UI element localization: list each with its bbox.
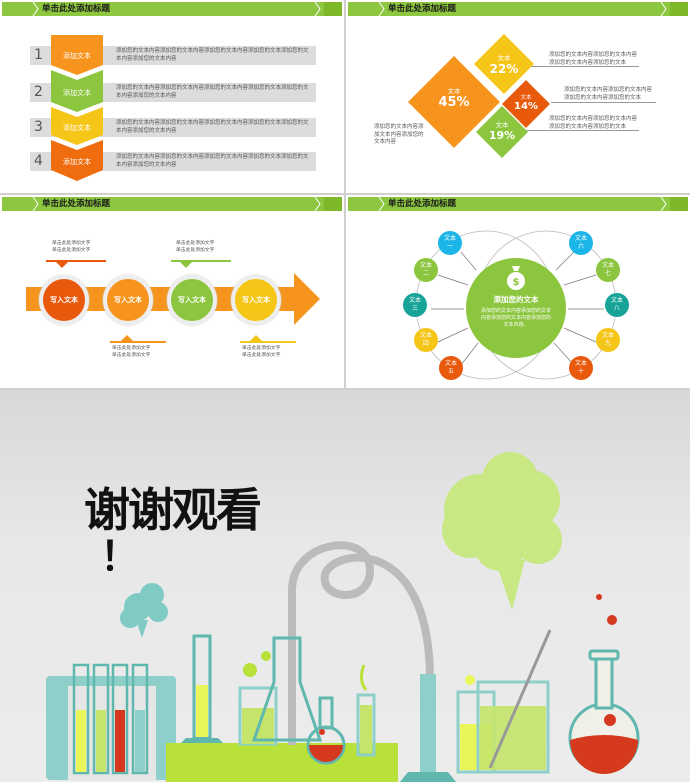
diamond-chart bbox=[408, 34, 550, 158]
slide-title[interactable]: 单击此处添加标题 bbox=[42, 4, 111, 14]
node-3[interactable]: 文本三 bbox=[403, 293, 427, 317]
slide-steps[interactable]: 单击此处添加标题 1 添加您的文本内容添加您的文本内容添加您的文本内容添加您的文… bbox=[0, 0, 344, 193]
diamond-label: 文本 45% bbox=[438, 87, 470, 110]
note-text[interactable]: 添加您的文本内容添加您的文本内容添加您的文本内容添加您的文本 bbox=[549, 52, 638, 66]
callout-bars bbox=[46, 260, 296, 343]
title-bar: 单击此处添加标题 bbox=[348, 197, 688, 211]
slide-thanks[interactable]: 谢谢观看 ！ bbox=[0, 390, 690, 782]
chevron-right-icon bbox=[378, 197, 385, 211]
title-bar-tail bbox=[324, 2, 342, 16]
green-cloud-icon bbox=[442, 452, 562, 610]
leader-line bbox=[531, 66, 639, 67]
callout-text[interactable]: 单击此处添加文字 单击此处添加文字 bbox=[242, 346, 281, 358]
node-9[interactable]: 文本九 bbox=[596, 328, 620, 352]
center-heading: 添加您的文本 bbox=[493, 295, 539, 304]
callout-text[interactable]: 单击此处添加文字 单击此处添加文字 bbox=[176, 241, 215, 253]
chevron-right-icon bbox=[32, 2, 39, 16]
step-text[interactable]: 添加您的文本内容添加您的文本内容添加您的文本内容添加您的文本添加您的文本内容添加… bbox=[116, 48, 309, 62]
slide-title[interactable]: 单击此处添加标题 bbox=[388, 4, 457, 14]
callout-text[interactable]: 单击此处添加文字 单击此处添加文字 bbox=[112, 346, 151, 358]
node-5[interactable]: 文本五 bbox=[439, 356, 463, 380]
chevron-right-icon bbox=[314, 2, 321, 16]
thanks-heading[interactable]: 谢谢观看 bbox=[84, 483, 262, 537]
leader-line bbox=[526, 130, 639, 131]
process-step[interactable]: 写入文本 bbox=[167, 275, 217, 325]
process-step[interactable]: 写入文本 bbox=[231, 275, 281, 325]
center-circle[interactable]: $ 添加您的文本 添加您的文本内容添加您的文本内容添加您的文本内容添加您的文本内… bbox=[466, 258, 566, 358]
node-1[interactable]: 文本一 bbox=[438, 231, 462, 255]
process-step[interactable]: 写入文本 bbox=[39, 275, 89, 325]
chevron-right-icon bbox=[314, 197, 321, 211]
exclamation-mark: ！ bbox=[100, 534, 140, 580]
title-bar-tail bbox=[324, 197, 342, 211]
step-text[interactable]: 添加您的文本内容添加您的文本内容添加您的文本内容添加您的文本添加您的文本内容添加… bbox=[116, 85, 309, 99]
node-7[interactable]: 文本七 bbox=[596, 258, 620, 282]
step-text[interactable]: 添加您的文本内容添加您的文本内容添加您的文本内容添加您的文本添加您的文本内容添加… bbox=[116, 154, 309, 168]
svg-text:$: $ bbox=[513, 277, 520, 288]
node-6[interactable]: 文本六 bbox=[569, 231, 593, 255]
node-10[interactable]: 文本十 bbox=[569, 356, 593, 380]
step-number: 1 bbox=[34, 47, 43, 63]
step-number: 2 bbox=[34, 84, 43, 100]
center-body: 添加您的文本内容添加您的文本内容添加您的文本内容添加您的文本内容。 bbox=[480, 308, 551, 328]
process-step[interactable]: 写入文本 bbox=[103, 275, 153, 325]
diamond-label: 文本 22% bbox=[489, 54, 519, 76]
callout-text[interactable]: 单击此处添加文字 单击此处添加文字 bbox=[52, 241, 91, 253]
chevron-right-icon bbox=[378, 2, 385, 16]
chevron-right-icon bbox=[660, 197, 667, 211]
slide-process[interactable]: 单击此处添加标题 写入文本 写入文本 写入文本 写入文本 单击此处添加文字 单击… bbox=[0, 195, 344, 388]
teal-cloud-icon bbox=[120, 583, 168, 638]
node-2[interactable]: 文本二 bbox=[414, 258, 438, 282]
diamond-label: 文本 14% bbox=[514, 95, 538, 112]
chevron-steps-graphic bbox=[51, 35, 103, 181]
chevron-right-icon bbox=[32, 197, 39, 211]
slide-radial[interactable]: 单击此处添加标题 $ 添加您的文本 添加您的文本内容添加您的文本内容添加您的文本… bbox=[346, 195, 690, 388]
node-8[interactable]: 文本八 bbox=[605, 293, 629, 317]
title-bar: 单击此处添加标题 bbox=[2, 197, 342, 211]
step-number: 4 bbox=[34, 153, 43, 169]
lab-equipment-illustration bbox=[46, 452, 640, 782]
note-text[interactable]: 添加您的文本内容添加您的文本内容添加您的文本内容添加您的文本 bbox=[549, 116, 638, 130]
leader-line bbox=[551, 102, 656, 103]
step-text[interactable]: 添加您的文本内容添加您的文本内容添加您的文本内容添加您的文本添加您的文本内容添加… bbox=[116, 120, 309, 134]
title-bar: 单击此处添加标题 bbox=[348, 2, 688, 16]
diamond-label: 文本 19% bbox=[488, 121, 516, 142]
title-bar-tail bbox=[670, 197, 688, 211]
slide-diamonds[interactable]: 单击此处添加标题 文本 45% 文本 22% 文本 14% 文本 19% 添加您… bbox=[346, 0, 690, 193]
step-number: 3 bbox=[34, 119, 43, 135]
slide-title[interactable]: 单击此处添加标题 bbox=[388, 199, 457, 209]
node-4[interactable]: 文本四 bbox=[414, 328, 438, 352]
title-bar-tail bbox=[670, 2, 688, 16]
money-bag-icon: $ bbox=[507, 266, 525, 290]
chevron-right-icon bbox=[660, 2, 667, 16]
note-text[interactable]: 添加您的文本内容添加您的文本内容添加您的文本内容添加您的文本 bbox=[564, 87, 653, 101]
title-bar: 单击此处添加标题 bbox=[2, 2, 342, 16]
slide-title[interactable]: 单击此处添加标题 bbox=[42, 199, 111, 209]
note-text[interactable]: 添加您的文本内容添加文本内容添加您的文本内容 bbox=[374, 124, 424, 145]
